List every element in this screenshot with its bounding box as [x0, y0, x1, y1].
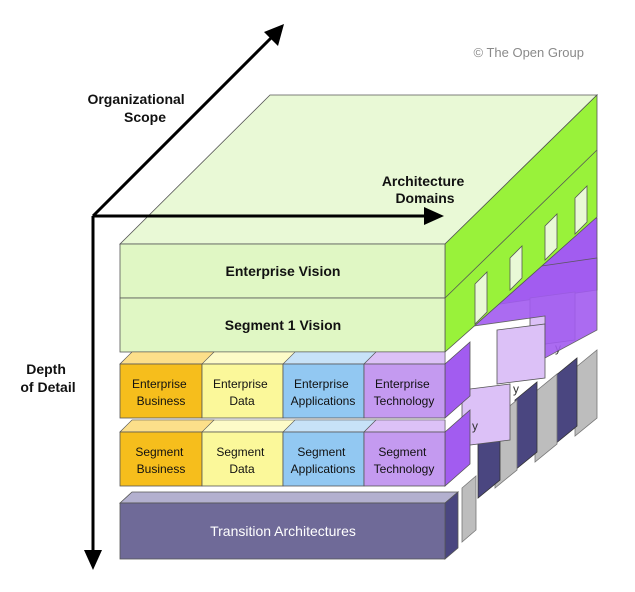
depth-label-1: Depth [26, 361, 66, 377]
enterprise-business-cell [119, 363, 203, 419]
enterprise-business-label-1: Enterprise [132, 377, 187, 391]
enterprise-vision-label: Enterprise Vision [226, 263, 341, 279]
segment-vision-label: Segment 1 Vision [225, 317, 341, 333]
svg-text:Segment Data: Segment Data [216, 445, 267, 476]
svg-text:Segment Business: Segment Business [135, 445, 186, 476]
segment-data-label-2: Data [229, 462, 255, 476]
svg-text:Segment Applications: Segment Applications [291, 445, 356, 476]
transition-label: Transition Architectures [210, 523, 356, 539]
segment-applications-label-2: Applications [291, 462, 356, 476]
scope-label-2: Scope [124, 109, 166, 125]
axes [84, 24, 444, 570]
domains-arrowhead [424, 207, 444, 225]
domains-label-2: Domains [395, 190, 454, 206]
svg-text:Enterprise Business: Enterprise Business [132, 377, 190, 408]
enterprise-data-cell [201, 363, 284, 419]
vision-block [119, 94, 598, 353]
svg-text:Enterprise Technology: Enterprise Technology [374, 377, 435, 408]
svg-text:Organizational Scope: Organizational Scope [87, 91, 188, 125]
enterprise-technology-label-1: Enterprise [375, 377, 430, 391]
domains-label-1: Architecture [382, 173, 465, 189]
enterprise-row [119, 341, 471, 419]
svg-text:Segment Technology: Segment Technology [374, 445, 435, 476]
scope-arrowhead [264, 24, 284, 46]
enterprise-data-label-1: Enterprise [213, 377, 268, 391]
scope-axis [91, 35, 274, 218]
copyright-text: © The Open Group [473, 45, 584, 60]
segment-data-cell [201, 431, 284, 487]
depth-label-2: of Detail [20, 379, 75, 395]
depth-arrowhead [84, 550, 102, 570]
enterprise-technology-label-2: Technology [374, 394, 435, 408]
segment-technology-label-2: Technology [374, 462, 435, 476]
segment-business-label-2: Business [137, 462, 186, 476]
svg-text:y: y [513, 382, 519, 396]
enterprise-business-label-2: Business [137, 394, 186, 408]
segment-row [119, 409, 471, 487]
scope-label-1: Organizational [87, 91, 184, 107]
enterprise-applications-label-1: Enterprise [294, 377, 349, 391]
svg-text:Depth of Detail: Depth of Detail [20, 361, 75, 395]
segment-applications-cell [282, 431, 365, 487]
svg-text:Architecture Domains: Architecture Domains [382, 173, 468, 206]
enterprise-data-label-2: Data [229, 394, 255, 408]
segment-applications-label-1: Segment [297, 445, 346, 459]
svg-text:y: y [472, 419, 478, 433]
segment-business-label-1: Segment [135, 445, 184, 459]
svg-text:Enterprise Data: Enterprise Data [213, 377, 271, 408]
segment-data-label-1: Segment [216, 445, 265, 459]
svg-text:Enterprise Applications: Enterprise Applications [291, 377, 356, 408]
segment-technology-label-1: Segment [378, 445, 427, 459]
transition-block [118, 491, 460, 560]
segment-business-cell [119, 431, 203, 487]
segment-technology-cell [363, 431, 446, 487]
enterprise-technology-cell [363, 363, 446, 419]
enterprise-applications-cell [282, 363, 365, 419]
enterprise-applications-label-2: Applications [291, 394, 356, 408]
